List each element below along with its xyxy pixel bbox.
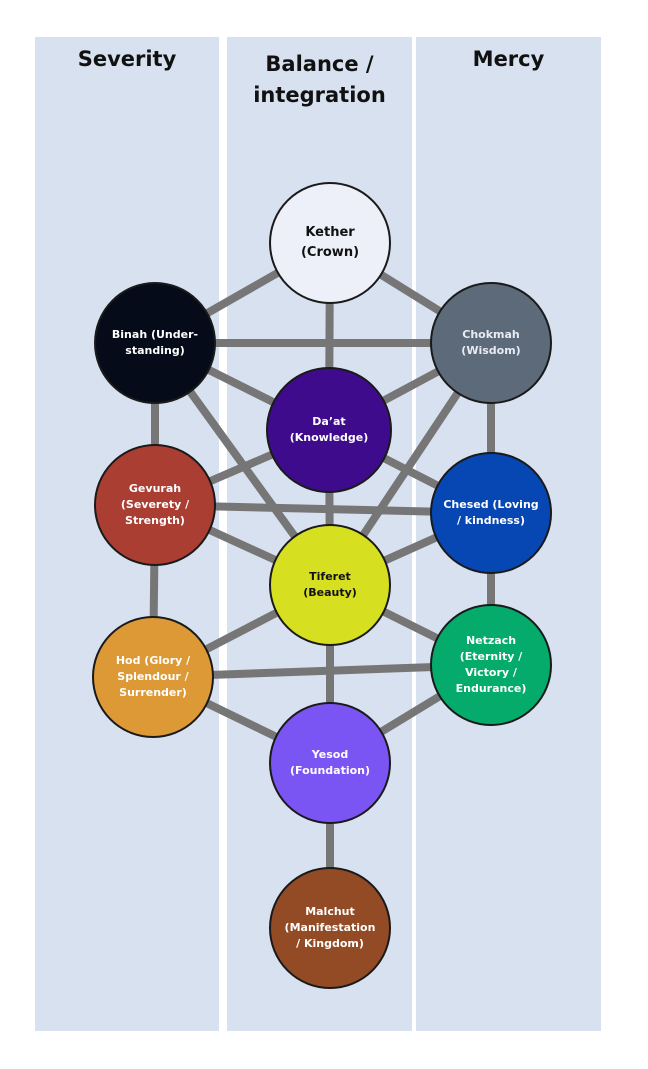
node-malchut-label-line: / Kingdom) — [296, 937, 364, 950]
severity-title-line: Severity — [77, 47, 177, 71]
node-binah-label: Binah (Under-standing) — [106, 327, 204, 359]
severity-column-title: Severity — [35, 44, 219, 75]
node-netzach-label-line: Netzach — [465, 634, 517, 647]
node-yesod-label-line: Yesod — [311, 748, 349, 761]
node-malchut-label: Malchut (Manifestation / Kingdom) — [279, 904, 382, 952]
balance-column-title: Balance / integration — [227, 49, 412, 111]
node-malchut: Malchut (Manifestation / Kingdom) — [269, 867, 391, 989]
node-chokmah-label-line: Chokmah — [462, 328, 520, 341]
node-daat-label-line: (Knowledge) — [289, 431, 369, 444]
node-kether-label: Kether (Crown) — [295, 223, 365, 263]
node-hod: Hod (Glory / Splendour / Surrender) — [92, 616, 214, 738]
node-chesed-label-line: Chesed (Loving — [443, 498, 539, 511]
balance-title-line-2: integration — [253, 83, 386, 107]
node-netzach-label-line: Victory / — [465, 666, 517, 679]
node-yesod: Yesod (Foundation) — [269, 702, 391, 824]
node-yesod-label: Yesod (Foundation) — [284, 747, 376, 779]
node-malchut-label-line: (Manifestation — [284, 921, 376, 934]
mercy-column-title: Mercy — [416, 44, 601, 75]
node-binah-label-line: standing) — [125, 344, 185, 357]
node-hod-label: Hod (Glory / Splendour / Surrender) — [110, 653, 196, 701]
node-hod-label-line: Surrender) — [119, 686, 187, 699]
node-daat-label-line: Da’at — [312, 415, 346, 428]
node-netzach: Netzach (Eternity / Victory / Endurance) — [430, 604, 552, 726]
node-tiferet: Tiferet (Beauty) — [269, 524, 391, 646]
node-daat: Da’at (Knowledge) — [266, 367, 392, 493]
node-gevurah-label: Gevurah (Severety / Strength) — [115, 481, 195, 529]
node-chesed: Chesed (Loving / kindness) — [430, 452, 552, 574]
node-gevurah-label-line: (Severety / — [120, 498, 190, 511]
node-malchut-label-line: Malchut — [305, 905, 355, 918]
node-yesod-label-line: (Foundation) — [289, 764, 371, 777]
node-netzach-label-line: Endurance) — [455, 682, 527, 695]
node-tiferet-label: Tiferet (Beauty) — [297, 569, 363, 601]
node-tiferet-label-line: (Beauty) — [303, 586, 357, 599]
node-chokmah: Chokmah (Wisdom) — [430, 282, 552, 404]
node-chokmah-label: Chokmah (Wisdom) — [455, 327, 526, 359]
node-gevurah-label-line: Gevurah — [128, 482, 182, 495]
balance-title-line-1: Balance / — [265, 52, 374, 76]
node-tiferet-label-line: Tiferet — [309, 570, 351, 583]
node-netzach-label: Netzach (Eternity / Victory / Endurance) — [450, 633, 533, 697]
node-hod-label-line: Hod (Glory / — [115, 654, 191, 667]
node-netzach-label-line: (Eternity / — [459, 650, 523, 663]
node-hod-label-line: Splendour / — [117, 670, 189, 683]
mercy-title-line: Mercy — [472, 47, 545, 71]
node-kether-label-line: (Crown) — [300, 245, 360, 260]
node-chesed-label: Chesed (Loving / kindness) — [437, 497, 544, 529]
node-binah: Binah (Under-standing) — [94, 282, 216, 404]
node-chesed-label-line: / kindness) — [456, 514, 526, 527]
node-kether: Kether (Crown) — [269, 182, 391, 304]
node-binah-label-line: Binah (Under- — [111, 328, 199, 341]
node-kether-label-line: Kether — [305, 225, 355, 240]
node-daat-label: Da’at (Knowledge) — [284, 414, 375, 446]
node-gevurah-label-line: Strength) — [125, 514, 185, 527]
node-gevurah: Gevurah (Severety / Strength) — [94, 444, 216, 566]
node-chokmah-label-line: (Wisdom) — [461, 344, 521, 357]
